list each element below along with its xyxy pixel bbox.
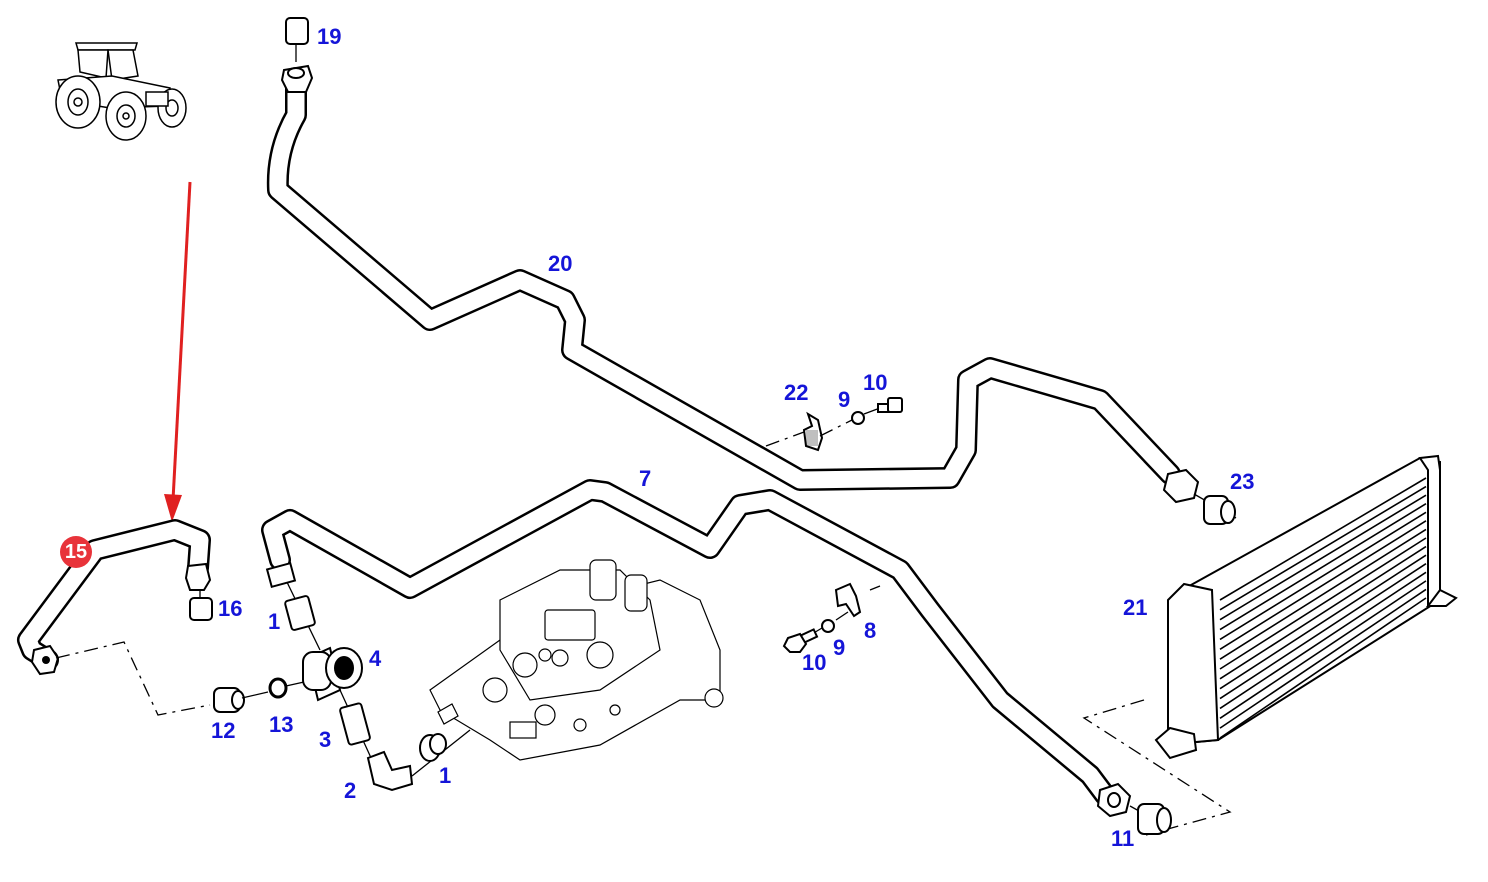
callout-10-lower[interactable]: 10	[802, 650, 827, 675]
clamp-8[interactable]	[834, 582, 862, 618]
cooler-fin	[1219, 563, 1427, 700]
cooler-fin	[1219, 520, 1427, 650]
callout-16[interactable]: 16	[218, 596, 243, 621]
nut-15-end	[30, 644, 60, 676]
pipe-20[interactable]	[266, 77, 1181, 491]
fitting-11[interactable]	[1096, 782, 1172, 835]
pipe-7[interactable]	[261, 479, 1116, 806]
callout-7[interactable]: 7	[639, 466, 652, 491]
cooler-fin	[1219, 588, 1427, 729]
cooler-fin	[1219, 597, 1427, 739]
adapter-1-upper[interactable]	[265, 561, 321, 651]
callout-10-upper[interactable]: 10	[863, 370, 888, 395]
callout-1-upper[interactable]: 1	[268, 609, 281, 634]
clamp-22[interactable]	[802, 411, 824, 452]
callout-13[interactable]: 13	[269, 712, 294, 737]
callout-20[interactable]: 20	[548, 251, 573, 276]
washer-9-upper[interactable]	[851, 411, 865, 425]
cooler-fins	[1219, 477, 1427, 739]
elbow-2[interactable]	[366, 750, 414, 792]
plug-12[interactable]	[213, 687, 245, 713]
oil-cooler-21[interactable]	[1154, 454, 1458, 760]
tee-fitting-4[interactable]	[302, 646, 363, 702]
callout-1-lower[interactable]: 1	[439, 763, 452, 788]
assembly-line-cooler	[1082, 699, 1232, 836]
cooler-fin	[1219, 571, 1427, 710]
cooler-fin	[1219, 545, 1427, 680]
callout-15-highlighted[interactable]: 15	[60, 536, 92, 568]
adapter-1-lower[interactable]	[411, 729, 471, 777]
cooler-fin	[1219, 537, 1427, 670]
cooler-fin	[1219, 503, 1427, 631]
adapter-3[interactable]	[339, 689, 373, 761]
cooler-fin	[1219, 528, 1427, 660]
washer-9-lower[interactable]	[821, 619, 835, 633]
cooler-fin	[1219, 580, 1427, 719]
control-valve-block	[429, 559, 724, 761]
fitting-19[interactable]	[280, 17, 314, 93]
callout-3[interactable]: 3	[319, 727, 332, 752]
callout-9-lower[interactable]: 9	[833, 635, 846, 660]
callout-12[interactable]: 12	[211, 718, 236, 743]
cooler-fin	[1219, 477, 1427, 601]
pipe-15[interactable]	[17, 519, 211, 671]
cooler-fin	[1219, 494, 1427, 621]
callout-11[interactable]: 11	[1111, 826, 1135, 851]
o-ring-13[interactable]	[268, 677, 288, 699]
assembly-line-15-12	[55, 641, 211, 716]
callout-8[interactable]: 8	[864, 618, 877, 643]
callout-2[interactable]: 2	[344, 778, 357, 803]
red-arrow-indicator	[164, 181, 192, 522]
callout-23[interactable]: 23	[1230, 469, 1255, 494]
bolt-10-lower[interactable]	[782, 627, 823, 653]
fitting-16[interactable]	[184, 562, 213, 621]
callout-21[interactable]: 21	[1123, 595, 1148, 620]
callout-4[interactable]: 4	[369, 646, 382, 671]
bolt-10-upper[interactable]	[863, 397, 903, 415]
callout-9-upper[interactable]: 9	[838, 387, 851, 412]
cooler-fin	[1219, 554, 1427, 690]
cooler-fin	[1219, 511, 1427, 641]
tractor-thumbnail-icon	[55, 42, 187, 141]
callout-22[interactable]: 22	[784, 380, 809, 405]
callout-19[interactable]: 19	[317, 24, 342, 49]
cooler-fin	[1219, 485, 1427, 611]
fitting-23[interactable]	[1162, 468, 1237, 525]
